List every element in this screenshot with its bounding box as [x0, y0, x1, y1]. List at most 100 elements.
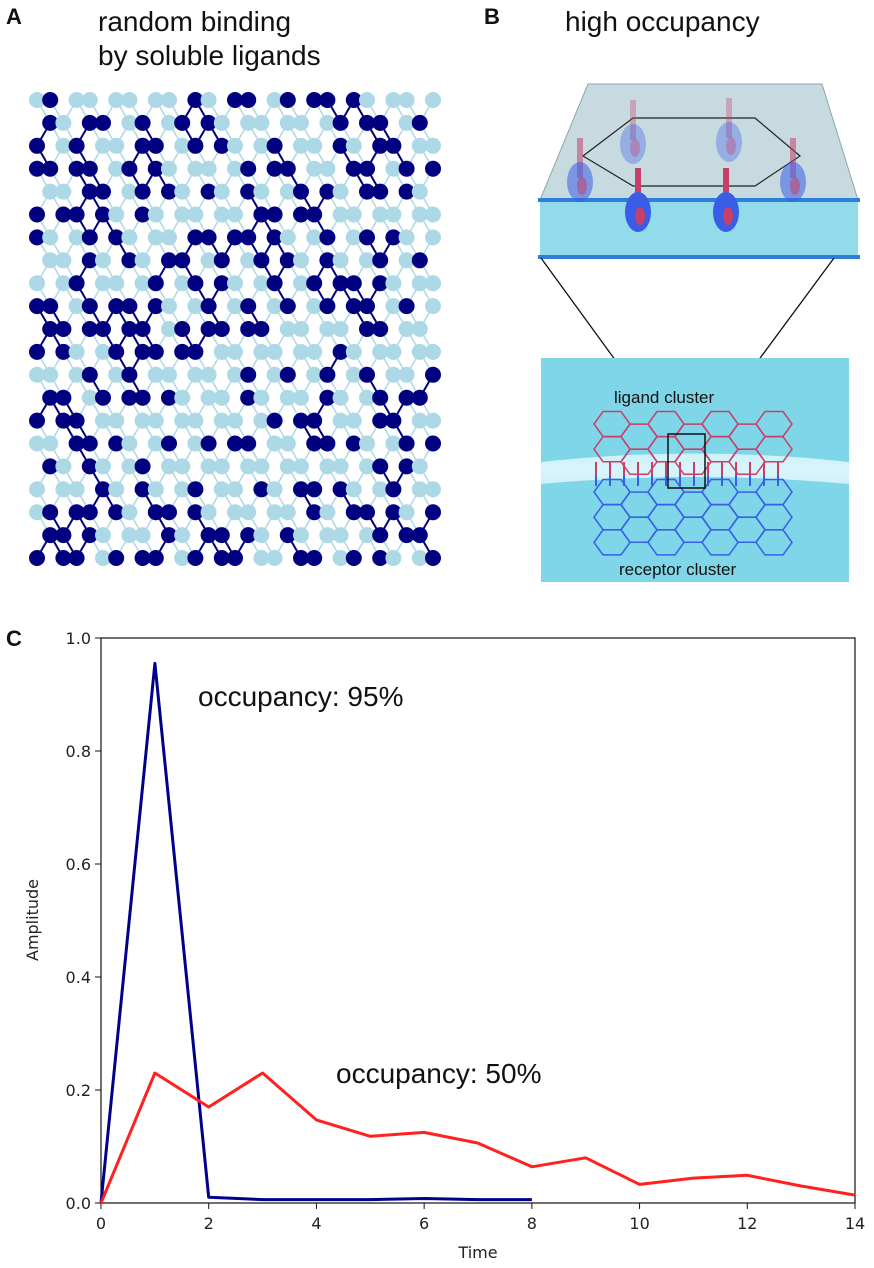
- lattice-node: [266, 206, 283, 223]
- lattice-bond: [62, 237, 78, 261]
- lattice-bond: [379, 259, 395, 284]
- lattice-node: [266, 343, 283, 360]
- lattice-bond: [379, 420, 395, 444]
- lattice-node: [306, 366, 323, 383]
- lattice-bond: [49, 397, 65, 422]
- lattice-node: [385, 229, 402, 246]
- lattice-bond: [49, 145, 65, 170]
- lattice-bond: [260, 534, 276, 559]
- series-line-occupancy-50: [99, 1071, 856, 1204]
- lattice-bond: [36, 214, 51, 238]
- lattice-node: [55, 114, 72, 131]
- lattice-bond: [405, 374, 421, 399]
- lattice-bond: [405, 214, 421, 238]
- lattice-bond: [36, 328, 52, 353]
- lattice-bond: [115, 168, 131, 192]
- lattice-node: [425, 137, 441, 154]
- lattice-node: [332, 114, 349, 131]
- lattice-bond: [273, 374, 289, 399]
- lattice-bond: [75, 145, 91, 170]
- lattice-node: [385, 481, 402, 498]
- ligand-pillar: [723, 168, 729, 208]
- lattice-bond: [260, 168, 276, 192]
- lattice-bond: [405, 397, 421, 421]
- lattice-bond: [247, 122, 263, 147]
- lattice-bond: [287, 488, 302, 513]
- lattice-bond: [366, 397, 381, 421]
- lattice-node: [187, 229, 204, 246]
- lattice-node: [121, 92, 138, 108]
- x-tick-label: 6: [419, 1214, 429, 1233]
- lattice-node: [293, 114, 309, 131]
- lattice-node: [55, 206, 72, 223]
- lattice-bond: [419, 443, 434, 467]
- lattice-node: [240, 366, 257, 383]
- bond-lines: [595, 462, 779, 486]
- lattice-bond: [141, 397, 157, 421]
- lattice-bond: [115, 236, 131, 261]
- lattice-node: [332, 412, 349, 429]
- lattice-bond: [379, 214, 395, 238]
- lattice-node: [161, 435, 177, 452]
- lattice-node: [95, 275, 111, 292]
- lattice-bond: [155, 374, 170, 399]
- lattice-node: [385, 366, 402, 383]
- lattice-bond: [419, 191, 434, 215]
- lattice-bond: [339, 99, 355, 124]
- lattice-bond: [181, 488, 197, 513]
- lattice-node: [425, 275, 441, 292]
- lattice-node: [385, 435, 402, 452]
- lattice-node: [306, 481, 323, 498]
- lattice-node: [293, 389, 309, 406]
- lattice-bond: [339, 145, 355, 170]
- lattice-node: [240, 252, 257, 269]
- lattice-node: [398, 114, 415, 131]
- lattice-node: [293, 206, 309, 223]
- lattice-node: [187, 412, 204, 429]
- lattice-bond: [128, 374, 144, 399]
- lattice-node: [42, 321, 59, 337]
- lattice-node: [398, 92, 415, 108]
- lattice-node: [385, 550, 402, 566]
- lattice-bond: [353, 122, 368, 147]
- lattice-bond: [207, 145, 223, 170]
- lattice-bond: [102, 168, 117, 192]
- lattice-node: [200, 298, 217, 315]
- lattice-node: [200, 389, 217, 406]
- lattice-bond: [234, 534, 250, 559]
- lattice-bond: [287, 443, 302, 467]
- lattice-node: [227, 435, 243, 452]
- lattice-bond: [273, 259, 289, 284]
- lattice-node: [319, 229, 336, 246]
- binding-site: [726, 137, 736, 155]
- lattice-bond: [207, 305, 223, 330]
- lattice-bond: [102, 99, 117, 124]
- lattice-node: [121, 160, 138, 177]
- lattice-node: [213, 527, 230, 544]
- lattice-node: [345, 92, 362, 108]
- lattice-bond: [313, 397, 329, 422]
- lattice-bond: [62, 420, 78, 444]
- lattice-bond: [339, 534, 355, 559]
- receptor-hex: [674, 491, 712, 518]
- lattice-bond: [155, 488, 170, 513]
- lattice-bond: [221, 214, 236, 238]
- x-tick-label: 4: [311, 1214, 321, 1233]
- lattice-node: [293, 183, 309, 200]
- lattice-bond: [89, 511, 104, 536]
- lattice-bond: [194, 214, 210, 238]
- lattice-bond: [49, 99, 65, 124]
- lattice-bond: [392, 443, 408, 467]
- lattice-node: [147, 229, 164, 246]
- lattice-bond: [49, 168, 65, 192]
- lattice-bond: [260, 99, 276, 124]
- lattice-bond: [89, 99, 104, 124]
- lattice-bond: [75, 282, 91, 307]
- ligand-hex: [674, 448, 712, 476]
- lattice-node: [385, 298, 402, 315]
- lattice-bond: [128, 122, 144, 147]
- lattice-node: [55, 275, 72, 292]
- lattice-node: [306, 137, 323, 154]
- ligand-pillar: [790, 138, 796, 178]
